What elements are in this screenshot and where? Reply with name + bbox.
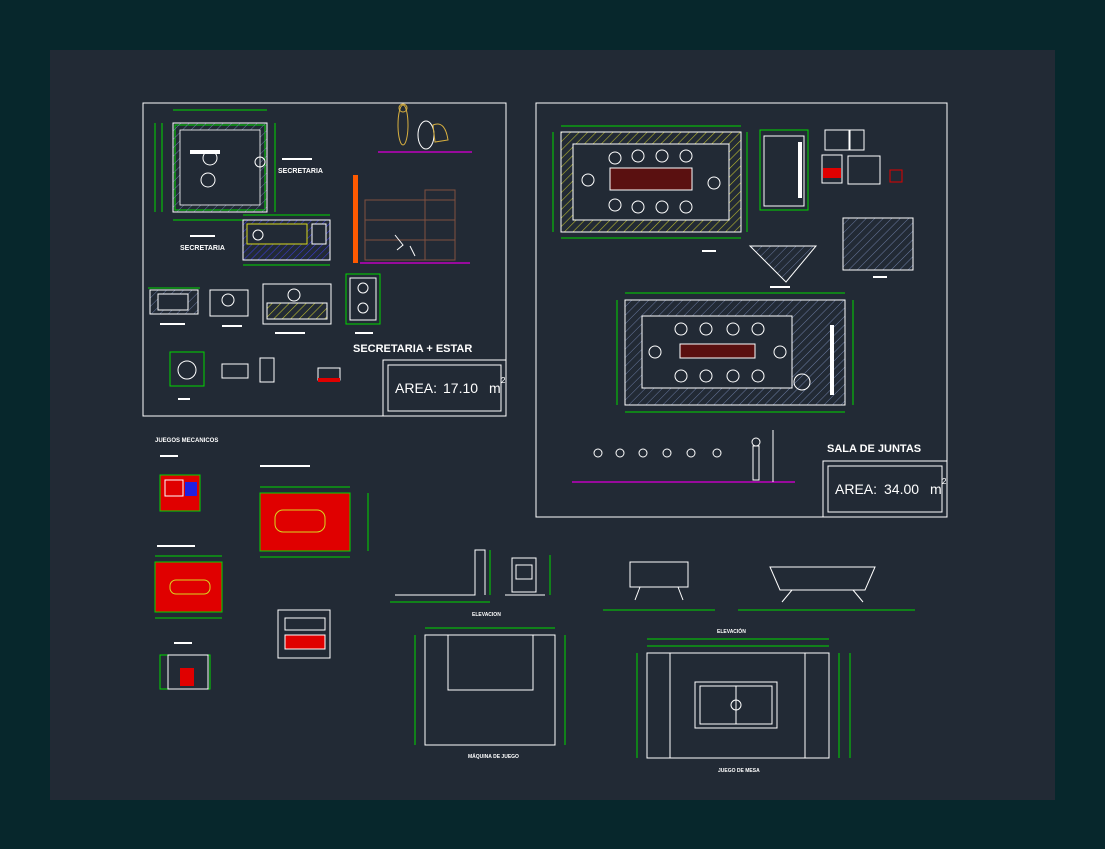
secretaria-small-plans: [148, 273, 381, 400]
juegos-section: JUEGOS MECANICOS: [154, 438, 369, 690]
secretaria-area-exp: 2: [501, 376, 506, 385]
secretaria-panel: SECRETARIA SECRETARIA: [142, 102, 507, 417]
secretaria-plan-top: [154, 109, 276, 221]
elevacion-label-2: ELEVACIÓN: [717, 627, 746, 635]
secretaria-label-2: SECRETARIA: [180, 245, 225, 252]
maquina-elevations: ELEVACION MÁQUINA DE JUEGO: [390, 549, 566, 760]
secretaria-title: SECRETARIA + ESTAR: [353, 343, 472, 355]
mesa-elevations: ELEVACIÓN JUEGO DE MESA: [603, 561, 915, 774]
secretaria-elevation-persons: [378, 103, 472, 153]
secretaria-plan-desk: [242, 214, 331, 266]
sala-frame: [535, 102, 948, 518]
sala-area-box: AREA: 34.00 m 2: [822, 460, 948, 518]
sala-area-exp: 2: [942, 477, 947, 486]
juegos-title: JUEGOS MECANICOS: [155, 438, 218, 444]
cad-drawing-canvas: SECRETARIA SECRETARIA: [50, 50, 1055, 800]
maquina-label: MÁQUINA DE JUEGO: [468, 753, 519, 760]
secretaria-label-1: SECRETARIA: [278, 168, 323, 175]
secretaria-elevation-shelf: [353, 175, 470, 264]
sala-small-plans: [748, 129, 914, 288]
sala-plan-top: [552, 125, 748, 239]
elevacion-label-1: ELEVACION: [472, 612, 501, 618]
mesa-label: JUEGO DE MESA: [718, 768, 760, 774]
sala-elevation-persons: [572, 430, 795, 483]
secretaria-area-box: AREA: 17.10 m 2: [382, 359, 507, 417]
secretaria-area-value: 17.10: [443, 380, 478, 396]
secretaria-area-unit: m: [489, 380, 501, 396]
sala-panel: SALA DE JUNTAS AREA: 34.00 m 2: [535, 102, 948, 518]
sala-area-unit: m: [930, 481, 942, 497]
sala-area-value: 34.00: [884, 481, 919, 497]
secretaria-frame: [142, 102, 507, 417]
sala-plan-main: [616, 292, 854, 413]
cad-drawing: SECRETARIA SECRETARIA: [142, 102, 948, 774]
sala-title: SALA DE JUNTAS: [827, 443, 921, 455]
secretaria-area-label: AREA:: [395, 380, 437, 396]
sala-area-label: AREA:: [835, 481, 877, 497]
